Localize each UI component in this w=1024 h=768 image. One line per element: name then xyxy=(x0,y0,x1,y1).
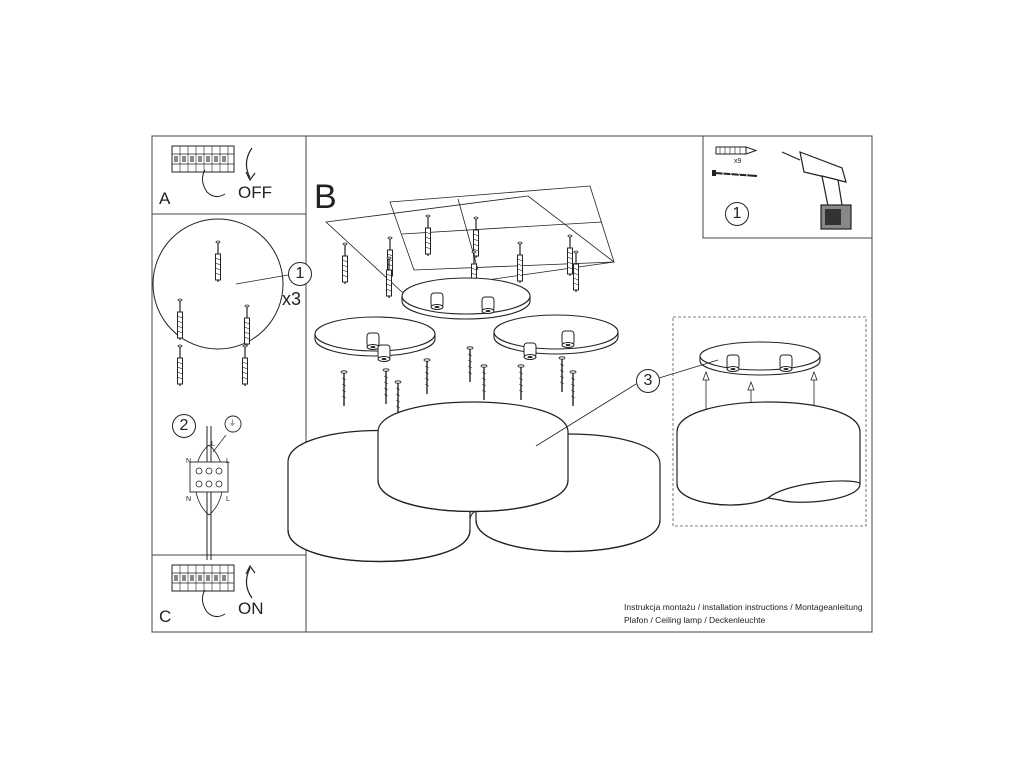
power-off-label: OFF xyxy=(238,183,272,202)
sheet-border xyxy=(151,135,873,633)
wire-l-label: L xyxy=(226,458,230,465)
mounting-plate-top xyxy=(401,277,531,320)
earth-symbol xyxy=(224,415,242,433)
wiring-diagram xyxy=(189,415,242,560)
arrow-up-icon xyxy=(245,567,253,599)
step-mount-number: 3 xyxy=(636,369,660,393)
wire-l-label: L xyxy=(226,496,230,503)
mounting-plate-left xyxy=(314,316,436,362)
mounting-plate-right xyxy=(493,314,619,360)
hand-icon xyxy=(201,169,226,198)
shade-mount-detail xyxy=(645,316,867,527)
step-wiring-number: 2 xyxy=(172,414,196,438)
caption-line-2: Plafon / Ceiling lamp / Deckenleuchte xyxy=(624,615,766,625)
step-tools-number: 1 xyxy=(725,202,749,226)
step-anchors-count: x3 xyxy=(282,289,302,309)
panel-b-letter: B xyxy=(314,178,337,216)
caption-line-1: Instrukcja montażu / installation instru… xyxy=(624,602,863,612)
tools-quantity: x9 xyxy=(734,158,742,165)
earth-label: ⏚ xyxy=(229,420,236,427)
wire-n-label: N xyxy=(186,496,192,503)
drill-icon xyxy=(781,151,852,230)
lamp-shades xyxy=(287,383,661,562)
panel-a-letter: A xyxy=(159,189,171,208)
wall-plug-icon xyxy=(715,146,758,155)
panel-c-letter: C xyxy=(159,607,172,626)
panel-power-on xyxy=(151,554,307,633)
ceiling-grid xyxy=(325,185,615,293)
panel-power-off xyxy=(151,135,307,215)
wire-l-label: L xyxy=(211,441,215,448)
hand-icon xyxy=(201,589,226,618)
step-anchors-number: 1 xyxy=(288,262,312,286)
anchor-detail-circle xyxy=(152,218,295,387)
power-on-label: ON xyxy=(238,599,264,618)
terminal-block xyxy=(189,461,229,493)
screw-icon xyxy=(712,170,758,179)
arrow-down-icon xyxy=(245,147,253,179)
panel-tools xyxy=(702,135,873,239)
wire-n-label: N xyxy=(186,458,192,465)
